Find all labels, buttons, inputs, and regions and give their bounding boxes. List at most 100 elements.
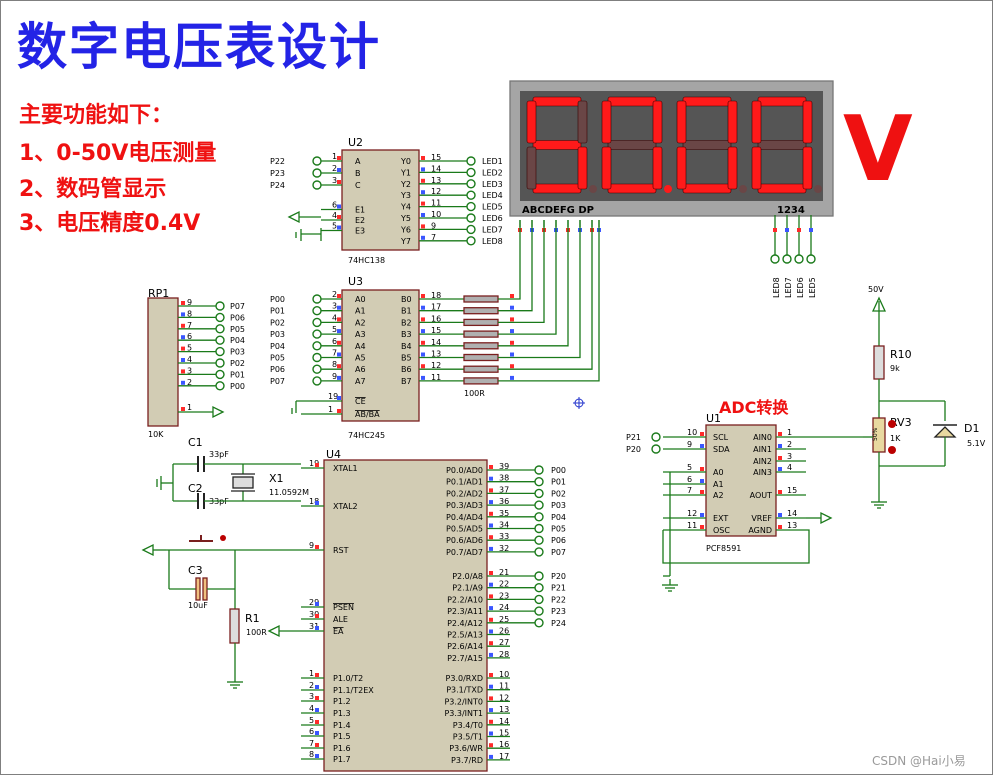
net-terminal: [534, 594, 544, 605]
net-terminal: [806, 254, 816, 264]
u4-pin-number: 27: [499, 638, 509, 647]
r1-value: 100R: [246, 628, 267, 637]
page-title: 数字电压表设计: [17, 18, 381, 76]
u1-part: PCF8591: [706, 544, 741, 553]
pin-state-marker: [181, 380, 185, 385]
segment-bus-wire: [498, 220, 581, 359]
u1-pin-name: OSC: [713, 526, 730, 535]
u4-pin-number: 17: [499, 752, 509, 761]
digit-pin-label: 1234: [777, 205, 805, 216]
c3-capacitor: [202, 577, 208, 601]
net-terminal: [466, 201, 476, 212]
net-terminal: [312, 156, 322, 166]
u3-pin-name: A3: [355, 330, 366, 339]
u2-pin-number: 1: [332, 152, 337, 161]
u3-pin-number: 16: [431, 314, 441, 323]
segment-d: [682, 183, 732, 194]
u2-body: [341, 149, 420, 251]
resistor-array-element: [463, 318, 499, 327]
u3-pin-number: 7: [332, 349, 337, 358]
pin-state-marker: [489, 511, 493, 516]
u4-pin-number: 1: [309, 669, 314, 678]
u4-pin-number: 33: [499, 532, 509, 541]
u4-pin-name: P0.6/AD6: [446, 536, 483, 545]
pin-state-marker: [489, 594, 493, 599]
u4-pin-name: P2.6/A14: [447, 642, 483, 651]
crystal-x1: [232, 476, 254, 489]
segment-f: [676, 100, 687, 144]
u4-pin-name: P1.5: [333, 732, 351, 741]
segment-bus-wire: [498, 220, 557, 335]
u4-net-label: P05: [551, 525, 566, 534]
segment-b: [577, 100, 588, 144]
c2-ref: C2: [188, 482, 203, 495]
pin-state-marker: [315, 501, 319, 505]
rp1-pin-number: 3: [187, 366, 192, 375]
vcc-arrow: [267, 624, 280, 638]
r10-ref: R10: [890, 348, 912, 361]
pin-state-marker: [337, 215, 341, 219]
u2-net-label: P23: [270, 169, 285, 178]
u3-pin-number: 17: [431, 303, 441, 312]
segment-f: [601, 100, 612, 144]
u4-pin-name: P2.4/A12: [447, 619, 483, 628]
net-terminal: [651, 444, 661, 454]
u3-net-label: P06: [270, 365, 285, 374]
u4-pin-name: P3.3/INT1: [444, 709, 483, 718]
u2-pin-number: 14: [431, 164, 441, 173]
u4-pin-number: 3: [309, 692, 314, 701]
c1-ref: C1: [188, 436, 203, 449]
resistor-array-element: [463, 307, 499, 315]
pin-state-marker: [337, 396, 341, 400]
u3-pin-number: 2: [332, 290, 337, 299]
u4-net-label: P04: [551, 513, 566, 522]
pin-state-marker: [337, 375, 341, 380]
pin-state-marker: [809, 228, 813, 232]
rp1-pin-number: 5: [187, 344, 192, 353]
pin-state-marker: [489, 629, 493, 634]
u4-pin-number: 29: [309, 598, 319, 607]
u2-pin-name: Y7: [400, 237, 411, 246]
pin-state-marker: [421, 178, 425, 183]
u3-pin-number: 8: [332, 360, 337, 369]
rp1-net-label: P01: [230, 370, 245, 379]
u3-pin-name: AB/BA: [355, 410, 380, 419]
u3-pin-name: CE: [355, 397, 366, 406]
u4-pin-number: 9: [309, 541, 314, 550]
net-terminal: [794, 254, 804, 264]
u2-pin-name: B: [355, 169, 361, 178]
u3-pin-number: 19: [328, 392, 338, 401]
u1-pin-number: 6: [687, 475, 692, 484]
pin-state-marker: [421, 167, 425, 172]
u4-pin-name: P2.1/A9: [452, 584, 483, 593]
pin-state-marker: [700, 490, 704, 494]
u4-pin-name: P2.3/A11: [447, 607, 483, 616]
pin-state-marker: [315, 626, 319, 630]
pin-state-marker: [315, 463, 319, 467]
c3-ref: C3: [188, 564, 203, 577]
net-terminal: [215, 335, 225, 345]
u4-net-label: P07: [551, 548, 566, 557]
u2-net-label: LED3: [482, 180, 503, 189]
u2-pin-number: 3: [332, 176, 337, 185]
rp1-net-label: P04: [230, 336, 245, 345]
net-terminal: [466, 156, 476, 166]
vref-arrow: [820, 511, 833, 525]
net-terminal: [534, 547, 544, 557]
pin-state-marker: [315, 685, 319, 689]
x1-value: 11.0592M: [269, 488, 309, 497]
pin-state-marker: [700, 513, 704, 517]
pin-state-marker: [315, 754, 319, 758]
net-terminal: [312, 364, 322, 374]
u1-pin-name: A1: [713, 480, 724, 489]
u4-pin-number: 12: [499, 693, 509, 702]
u4-pin-number: 16: [499, 740, 509, 749]
pin-state-marker: [315, 602, 319, 606]
segment-a: [682, 96, 732, 107]
c1-value: 33pF: [209, 450, 229, 459]
u2-ref: U2: [348, 136, 363, 149]
u4-pin-name: P1.6: [333, 744, 351, 753]
pin-state-marker: [421, 190, 425, 195]
u1-pin-name: A2: [713, 491, 724, 500]
